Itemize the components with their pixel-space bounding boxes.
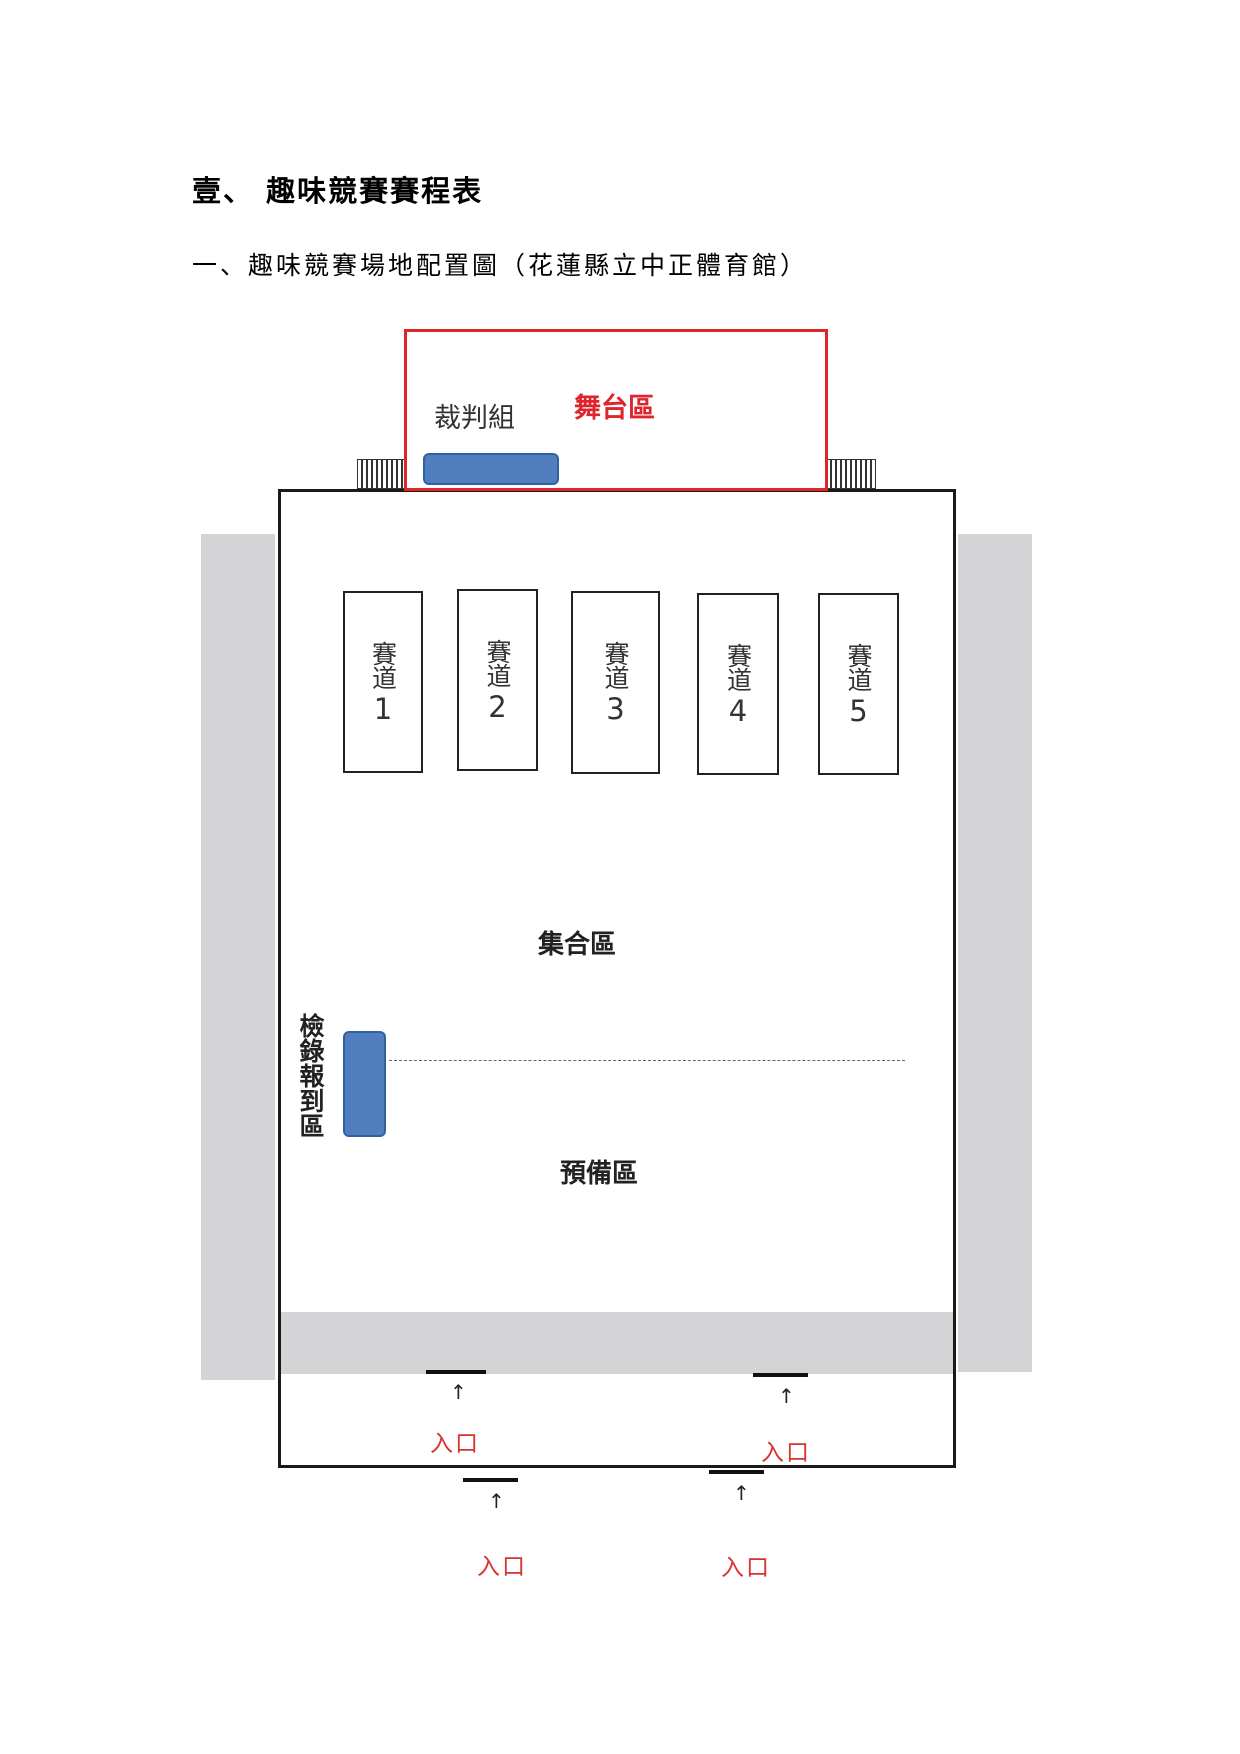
checkin-zone-label: 檢錄報到區: [296, 1013, 325, 1138]
lane-5: 賽道 5: [818, 593, 899, 775]
left-seating-band: [201, 534, 275, 1380]
entrance-label: 入口: [430, 1431, 480, 1457]
lane-1: 賽道 1: [343, 591, 423, 773]
lane-2: 賽道 2: [457, 589, 538, 771]
entrance-door: [709, 1470, 764, 1474]
entrance-label: 入口: [477, 1554, 527, 1580]
lane-label: 賽道: [483, 638, 512, 687]
stage-area-label: 舞台區: [574, 393, 655, 424]
lane-number: 1: [373, 691, 393, 726]
entrance-door: [463, 1478, 518, 1482]
lane-number: 4: [728, 693, 748, 728]
entrance-arrow-icon: ↑: [488, 1489, 505, 1513]
zone-divider-line: [389, 1060, 905, 1061]
layout-subtitle: 一、趣味競賽場地配置圖（花蓮縣立中正體育館）: [192, 251, 809, 280]
right-bleacher: [826, 459, 876, 489]
lane-4: 賽道 4: [697, 593, 779, 775]
lane-number: 2: [488, 689, 507, 724]
bottom-seating-band: [279, 1312, 954, 1374]
judge-table: [423, 453, 559, 485]
checkin-table: [343, 1031, 386, 1137]
left-bleacher: [357, 459, 405, 489]
lane-number: 3: [606, 692, 625, 726]
preparation-zone-label: 預備區: [560, 1159, 639, 1189]
entrance-label: 入口: [721, 1555, 771, 1581]
section-title: 壹、 趣味競賽賽程表: [192, 174, 484, 208]
lane-3: 賽道 3: [571, 591, 660, 774]
lane-label: 賽道: [844, 642, 873, 691]
lane-label: 賽道: [723, 642, 753, 691]
entrance-label: 入口: [761, 1440, 811, 1466]
entrance-door: [426, 1370, 486, 1374]
judge-group-label: 裁判組: [434, 403, 515, 434]
assembly-zone-label: 集合區: [538, 930, 617, 960]
lane-label: 賽道: [601, 641, 630, 689]
lane-number: 5: [849, 693, 868, 728]
lane-label: 賽道: [368, 640, 398, 689]
right-seating-band: [958, 534, 1032, 1372]
entrance-arrow-icon: ↑: [450, 1380, 467, 1404]
entrance-arrow-icon: ↑: [733, 1481, 750, 1505]
entrance-door: [753, 1373, 808, 1377]
entrance-arrow-icon: ↑: [778, 1384, 795, 1408]
